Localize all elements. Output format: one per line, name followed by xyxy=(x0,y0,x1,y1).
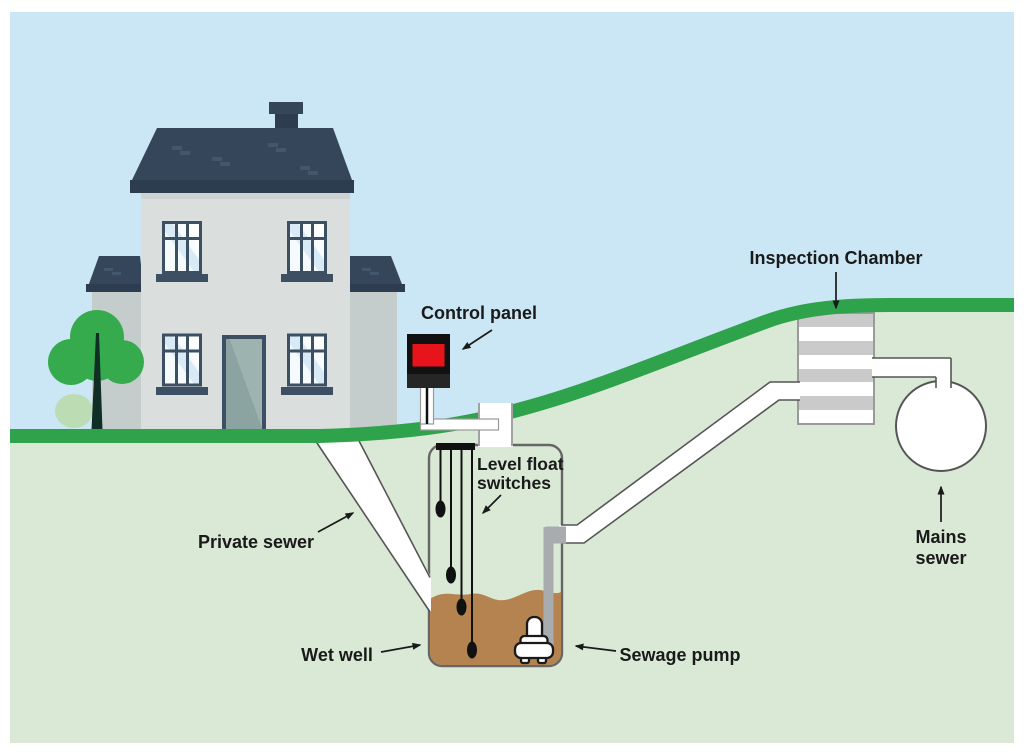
rising-main-pipe xyxy=(559,381,800,544)
label-level-float-line2: switches xyxy=(477,473,551,493)
mains-sewer-pipe-section xyxy=(895,380,987,472)
right-wing-roof xyxy=(346,256,405,292)
tree xyxy=(48,310,144,430)
arrow-sewage-pump xyxy=(574,643,617,652)
annotations: Control panel Inspection Chamber Level f… xyxy=(198,248,967,665)
control-panel-screen xyxy=(412,344,445,367)
tree-trunk xyxy=(91,333,103,430)
right-wing-wall xyxy=(350,290,397,438)
label-inspection-chamber: Inspection Chamber xyxy=(749,248,922,268)
private-sewer-pipe xyxy=(312,436,431,613)
level-float-switches xyxy=(435,443,477,659)
window-upper-right xyxy=(287,221,327,274)
front-door xyxy=(222,335,266,438)
window-sill xyxy=(156,274,208,282)
float-rail xyxy=(436,443,475,450)
label-control-panel: Control panel xyxy=(421,303,537,323)
bush xyxy=(55,394,93,428)
label-mains-sewer-line1: Mains xyxy=(915,527,966,547)
float-sensors xyxy=(435,500,477,659)
label-level-float-line1: Level float xyxy=(477,454,564,474)
left-wing-roof xyxy=(86,256,144,292)
window-lower-left xyxy=(162,333,202,387)
discharge-pipe xyxy=(543,526,566,648)
sewage-pump xyxy=(513,615,555,665)
control-panel-assembly xyxy=(407,334,500,431)
window-sill xyxy=(156,387,208,395)
arrow-wet-well xyxy=(380,642,422,653)
arrow-private-sewer xyxy=(317,512,355,533)
house xyxy=(86,102,405,438)
main-roof xyxy=(130,128,354,193)
window-lower-right xyxy=(287,333,327,387)
outfall-pipe xyxy=(872,357,952,389)
window-upper-left xyxy=(162,221,202,274)
chamber-rungs xyxy=(798,313,874,410)
arrow-level-float xyxy=(481,494,502,515)
control-panel-lower xyxy=(407,374,450,388)
pump-base xyxy=(513,641,555,660)
label-mains-sewer-line2: sewer xyxy=(915,548,966,568)
window-sill xyxy=(281,274,333,282)
wall-eave-shadow xyxy=(141,192,350,199)
arrow-control-panel xyxy=(461,329,493,350)
window-sill xyxy=(281,387,333,395)
inspection-chamber xyxy=(797,312,875,425)
label-wet-well: Wet well xyxy=(301,645,373,665)
label-private-sewer: Private sewer xyxy=(198,532,314,552)
label-sewage-pump: Sewage pump xyxy=(619,645,740,665)
